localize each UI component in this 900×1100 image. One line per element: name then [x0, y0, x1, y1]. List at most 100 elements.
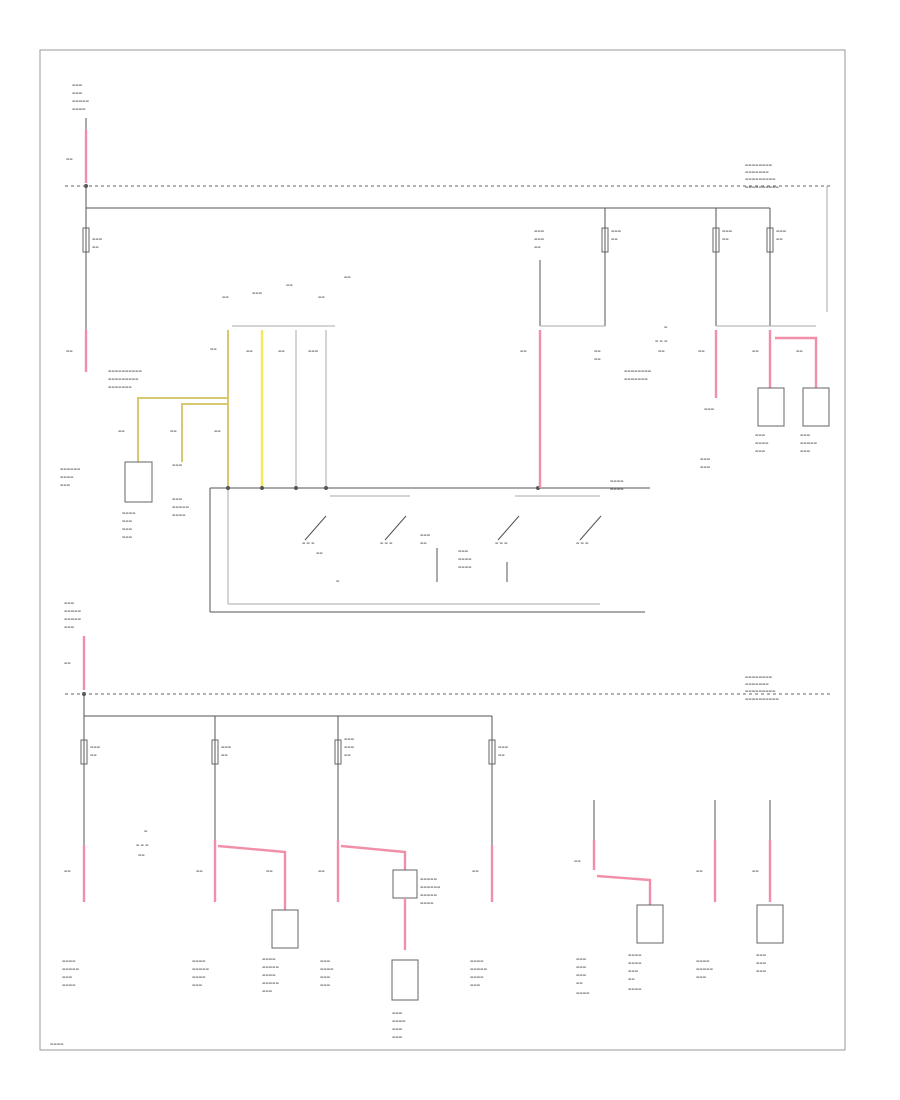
- svg-text:▬▬▬: ▬▬▬: [392, 1027, 403, 1031]
- fuse-left-top: ▬▬▬ ▬▬ ▬▬: [66, 208, 103, 372]
- svg-text:▬ ▬ ▬: ▬ ▬ ▬: [380, 541, 393, 545]
- svg-text:▬▬: ▬▬: [698, 349, 705, 353]
- branch-bottom-5: ▬▬ ▬▬▬ ▬▬▬ ▬▬▬ ▬▬ ▬▬▬▬ ▬▬▬▬ ▬▬▬▬ ▬▬▬ ▬▬ …: [574, 800, 664, 995]
- svg-text:▬▬▬▬: ▬▬▬▬: [696, 959, 710, 963]
- svg-text:▬▬▬: ▬▬▬: [92, 237, 103, 241]
- svg-text:▬▬▬▬: ▬▬▬▬: [192, 959, 206, 963]
- svg-text:▬▬: ▬▬: [221, 753, 228, 757]
- svg-text:▬ ▬ ▬: ▬ ▬ ▬: [576, 541, 589, 545]
- svg-text:▬▬▬: ▬▬▬: [320, 959, 331, 963]
- svg-text:▬▬▬▬▬: ▬▬▬▬▬: [62, 967, 80, 971]
- svg-text:▬▬▬▬▬▬▬▬▬: ▬▬▬▬▬▬▬▬▬: [745, 177, 776, 181]
- svg-text:▬▬▬▬▬: ▬▬▬▬▬: [420, 893, 438, 897]
- svg-text:▬▬▬: ▬▬▬: [704, 407, 715, 411]
- module-bottom-1: [271, 909, 299, 949]
- svg-text:▬▬▬▬: ▬▬▬▬: [610, 479, 624, 483]
- svg-text:▬▬▬▬▬: ▬▬▬▬▬: [696, 967, 714, 971]
- svg-text:▬▬▬▬▬▬: ▬▬▬▬▬▬: [420, 885, 441, 889]
- svg-text:▬▬: ▬▬: [64, 661, 71, 665]
- svg-text:▬▬▬: ▬▬▬: [192, 983, 203, 987]
- svg-text:▬▬▬▬: ▬▬▬▬: [262, 973, 276, 977]
- svg-text:▬▬: ▬▬: [318, 295, 325, 299]
- svg-text:▬▬▬▬▬▬▬▬▬▬: ▬▬▬▬▬▬▬▬▬▬: [745, 697, 780, 701]
- svg-text:▬▬: ▬▬: [420, 541, 427, 545]
- svg-text:▬▬: ▬▬: [66, 349, 73, 353]
- svg-text:▬▬▬: ▬▬▬: [90, 745, 101, 749]
- svg-text:▬▬▬▬: ▬▬▬▬: [628, 961, 642, 965]
- svg-text:▬▬▬: ▬▬▬: [122, 519, 133, 523]
- svg-text:▬▬: ▬▬: [278, 349, 285, 353]
- fuse-bottom-2: ▬▬▬ ▬▬ ▬▬ ▬▬ ▬▬▬▬ ▬▬▬▬▬ ▬▬▬▬ ▬▬▬ ▬▬▬▬ ▬▬…: [192, 716, 299, 993]
- svg-text:▬▬▬▬: ▬▬▬▬: [262, 957, 276, 961]
- svg-text:▬▬▬▬: ▬▬▬▬: [62, 959, 76, 963]
- svg-text:▬▬▬▬▬▬▬▬▬▬: ▬▬▬▬▬▬▬▬▬▬: [745, 185, 780, 189]
- svg-text:▬▬▬▬▬▬▬▬: ▬▬▬▬▬▬▬▬: [624, 369, 652, 373]
- svg-text:▬▬▬▬: ▬▬▬▬: [458, 557, 472, 561]
- svg-text:▬▬▬▬: ▬▬▬▬: [192, 975, 206, 979]
- svg-text:▬▬▬▬: ▬▬▬▬: [458, 565, 472, 569]
- svg-text:▬▬▬: ▬▬▬: [755, 433, 766, 437]
- svg-text:▬▬▬: ▬▬▬: [420, 533, 431, 537]
- svg-text:▬▬▬▬: ▬▬▬▬: [172, 513, 186, 517]
- svg-text:▬▬▬: ▬▬▬: [252, 291, 263, 295]
- svg-text:▬: ▬: [664, 325, 668, 329]
- svg-text:▬▬▬: ▬▬▬: [72, 91, 83, 95]
- svg-text:▬▬▬▬: ▬▬▬▬: [420, 901, 434, 905]
- svg-text:▬▬▬▬: ▬▬▬▬: [392, 1019, 406, 1023]
- svg-text:▬▬: ▬▬: [658, 349, 665, 353]
- svg-text:▬ ▬ ▬: ▬ ▬ ▬: [302, 541, 315, 545]
- svg-text:▬▬▬: ▬▬▬: [392, 1011, 403, 1015]
- svg-text:▬▬▬▬▬: ▬▬▬▬▬: [64, 609, 82, 613]
- svg-text:▬▬▬: ▬▬▬: [470, 983, 481, 987]
- svg-text:▬▬▬▬: ▬▬▬▬: [72, 107, 86, 111]
- svg-text:▬▬▬: ▬▬▬: [800, 433, 811, 437]
- module-right-2: [802, 387, 830, 427]
- diagram-frame: [39, 49, 846, 1051]
- connector-diamond-top: ▬ ▬ ▬ ▬ ▬▬: [655, 325, 668, 353]
- lower-power-distribution: ▬▬▬ ▬▬▬▬▬ ▬▬▬▬▬ ▬▬▬ ▬▬ ▬▬▬▬▬▬▬▬ ▬▬▬▬▬▬▬ …: [62, 601, 830, 1039]
- svg-text:▬▬▬▬: ▬▬▬▬: [610, 487, 624, 491]
- svg-text:▬▬▬: ▬▬▬: [172, 497, 183, 501]
- svg-text:▬: ▬: [144, 829, 148, 833]
- svg-text:▬▬▬▬▬▬▬▬: ▬▬▬▬▬▬▬▬: [745, 163, 773, 167]
- svg-text:▬▬▬▬: ▬▬▬▬: [320, 967, 334, 971]
- svg-text:▬▬▬: ▬▬▬: [576, 973, 587, 977]
- svg-text:▬▬▬: ▬▬▬: [776, 229, 787, 233]
- fuse-bottom-1: ▬▬▬ ▬▬ ▬▬ ▬▬▬▬ ▬▬▬▬▬ ▬▬▬ ▬▬▬▬: [62, 716, 101, 987]
- fuse-right-1: ▬▬▬ ▬▬▬ ▬▬ ▬▬: [520, 229, 545, 488]
- module-bottom-4: [756, 904, 784, 944]
- svg-text:▬▬: ▬▬: [576, 981, 583, 985]
- svg-text:▬▬: ▬▬: [196, 869, 203, 873]
- branch-bottom-6: ▬▬ ▬▬▬▬ ▬▬▬▬▬ ▬▬▬: [696, 800, 717, 979]
- junction-block: [392, 869, 418, 899]
- svg-text:▬▬▬: ▬▬▬: [344, 745, 355, 749]
- svg-text:▬▬: ▬▬: [696, 869, 703, 873]
- svg-text:▬▬▬▬▬▬▬▬▬: ▬▬▬▬▬▬▬▬▬: [745, 689, 776, 693]
- svg-text:▬▬▬▬▬: ▬▬▬▬▬: [72, 99, 90, 103]
- svg-text:▬▬▬▬▬▬▬: ▬▬▬▬▬▬▬: [108, 385, 132, 389]
- module-bottom-3: [636, 904, 664, 944]
- svg-text:▬▬: ▬▬: [472, 869, 479, 873]
- branch-bottom-7: ▬▬ ▬▬▬ ▬▬▬ ▬▬▬: [752, 800, 784, 973]
- svg-text:▬▬: ▬▬: [722, 237, 729, 241]
- svg-text:▬▬: ▬▬: [344, 753, 351, 757]
- svg-text:▬▬: ▬▬: [316, 551, 323, 555]
- svg-text:▬▬: ▬▬: [752, 869, 759, 873]
- svg-text:▬▬▬▬▬▬▬: ▬▬▬▬▬▬▬: [745, 682, 769, 686]
- svg-text:▬▬▬: ▬▬▬: [722, 229, 733, 233]
- svg-text:▬▬▬: ▬▬▬: [60, 483, 71, 487]
- fuse-bottom-3: ▬▬▬ ▬▬▬ ▬▬ ▬▬ ▬▬▬▬▬ ▬▬▬▬▬▬ ▬▬▬▬▬ ▬▬▬▬ ▬▬…: [318, 716, 441, 1039]
- svg-text:▬▬▬▬▬: ▬▬▬▬▬: [420, 877, 438, 881]
- svg-text:▬ ▬ ▬: ▬ ▬ ▬: [655, 339, 668, 343]
- svg-text:▬▬: ▬▬: [222, 295, 229, 299]
- module-right-1: [757, 387, 785, 427]
- svg-text:▬▬▬▬▬▬▬▬: ▬▬▬▬▬▬▬▬: [745, 675, 773, 679]
- svg-text:▬▬: ▬▬: [66, 157, 73, 161]
- svg-text:▬▬▬: ▬▬▬: [392, 1035, 403, 1039]
- switch-bank: ▬▬▬▬ ▬▬▬▬ ▬ ▬ ▬ ▬▬ ▬ ▬ ▬ ▬▬▬ ▬▬ ▬ ▬ ▬ ▬▬…: [209, 479, 650, 613]
- svg-text:▬▬▬: ▬▬▬: [576, 957, 587, 961]
- svg-text:▬▬: ▬▬: [90, 753, 97, 757]
- svg-text:▬▬▬: ▬▬▬: [700, 457, 711, 461]
- svg-text:▬▬▬: ▬▬▬: [320, 975, 331, 979]
- svg-text:▬▬▬: ▬▬▬: [756, 969, 767, 973]
